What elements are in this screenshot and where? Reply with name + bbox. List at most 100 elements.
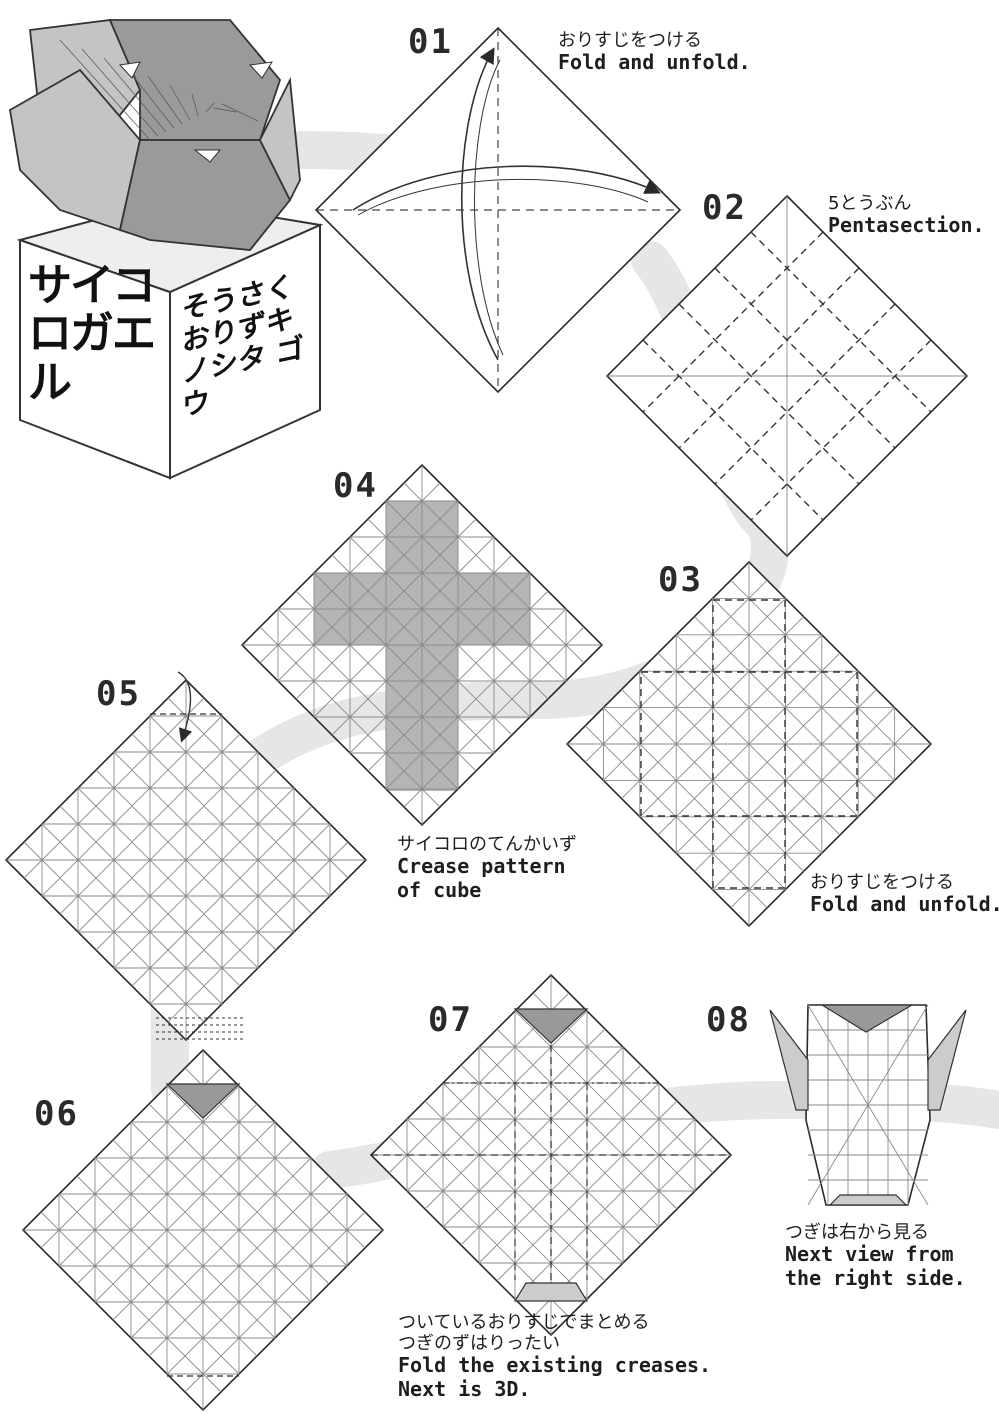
frog-mouth xyxy=(193,149,222,163)
grid-crease xyxy=(349,572,531,754)
facet-line xyxy=(59,39,151,141)
grid-crease xyxy=(313,572,495,754)
facet-line xyxy=(191,93,199,117)
side-wing-right xyxy=(927,1009,967,1111)
caption-en-2: of cube xyxy=(397,877,482,902)
facet-line xyxy=(205,102,215,113)
caption-jp: つぎは右から見る xyxy=(785,1222,929,1243)
caption-jp: おりすじをつける xyxy=(558,30,702,51)
pentasection-fold xyxy=(642,231,824,413)
grid-crease xyxy=(94,1157,276,1339)
diagonal-crease xyxy=(807,1004,929,1206)
folded-flap xyxy=(513,1008,589,1044)
grid-crease xyxy=(639,670,823,854)
title-box-left-text: サイコロガエル xyxy=(28,260,156,408)
frog-eye-left xyxy=(118,61,141,79)
grid-crease xyxy=(113,787,295,969)
frog-head-right xyxy=(108,19,282,141)
folded-flap xyxy=(165,1083,241,1119)
folded-flap xyxy=(819,1004,915,1033)
caption-en: Fold and unfold. xyxy=(810,892,999,917)
grid-crease xyxy=(277,608,459,790)
step-number-04: 04 xyxy=(333,466,378,506)
pentasection-fold xyxy=(678,303,860,485)
caption-jp: おりすじをつける xyxy=(810,872,954,893)
pentasection-fold xyxy=(714,267,896,449)
caption-en-2: the right side. xyxy=(785,1265,966,1290)
grid-crease xyxy=(406,1118,588,1300)
pentasection-fold xyxy=(678,267,860,449)
facet-line xyxy=(125,66,175,129)
caption-step-04: サイコロのてんかいず Crease pattern of cube xyxy=(397,834,577,902)
fold-arrow-vertical xyxy=(461,47,499,361)
caption-step-02: 5とうぶん Pentasection. xyxy=(828,193,985,238)
step-number-07: 07 xyxy=(428,1000,473,1040)
caption-jp-1: ついているおりすじでまとめる xyxy=(398,1312,650,1333)
step-number-08: 08 xyxy=(706,1000,751,1040)
folded-flap-bottom xyxy=(513,1282,589,1302)
pentasection-fold xyxy=(750,231,932,413)
caption-step-01: おりすじをつける Fold and unfold. xyxy=(558,30,751,75)
grid-crease xyxy=(149,823,331,1005)
frog-eye-right xyxy=(248,61,273,79)
bottom-flap xyxy=(828,1194,908,1206)
fold-arrow-return xyxy=(357,178,649,216)
facet-line xyxy=(147,75,183,125)
facet-line xyxy=(213,107,237,113)
caption-en-1: Fold the existing creases. xyxy=(398,1353,712,1378)
step-number-01: 01 xyxy=(408,22,453,62)
step-number-02: 02 xyxy=(702,188,747,228)
facet-line xyxy=(103,57,167,133)
step-number-06: 06 xyxy=(34,1094,79,1134)
step-number-03: 03 xyxy=(658,560,703,600)
grid-crease xyxy=(166,1193,348,1375)
step-number-05: 05 xyxy=(96,674,141,714)
grid-crease xyxy=(514,1118,696,1300)
step-05-diagram xyxy=(4,671,368,1042)
caption-en-1: Crease pattern xyxy=(397,854,566,879)
grid-crease xyxy=(478,1082,660,1264)
grid-crease xyxy=(712,707,895,890)
caption-jp: 5とうぶん xyxy=(828,193,912,214)
caption-step-08: つぎは右から見る Next view from the right side. xyxy=(785,1222,966,1290)
grid-crease xyxy=(130,1157,312,1339)
pentasection-fold xyxy=(642,339,824,521)
grid-crease xyxy=(58,1193,240,1375)
step-07-diagram xyxy=(369,973,733,1337)
pentasection-fold xyxy=(750,339,932,521)
caption-en-1: Next view from xyxy=(785,1242,954,1267)
grid-crease xyxy=(385,608,567,790)
step-06-diagram xyxy=(21,1048,385,1412)
facet-line xyxy=(169,84,191,121)
fold-arrow xyxy=(177,671,193,743)
grid-crease xyxy=(442,1082,624,1264)
step-08-diagram xyxy=(769,1004,967,1206)
side-wing-left xyxy=(769,1009,809,1111)
caption-jp-2: つぎのずはりったい xyxy=(398,1333,560,1355)
frog-body-side xyxy=(258,76,301,203)
grid-crease xyxy=(41,823,223,1005)
grid-crease xyxy=(603,707,786,890)
facet-line xyxy=(81,48,159,137)
step-01-diagram xyxy=(314,26,682,394)
frog-model-illustration xyxy=(9,19,324,480)
caption-en: Fold and unfold. xyxy=(558,50,751,75)
caption-jp: サイコロのてんかいず xyxy=(397,834,577,855)
step-03-diagram xyxy=(565,560,933,928)
fold-guide-rect xyxy=(640,671,858,817)
grid-crease xyxy=(77,787,259,969)
pentasection-fold xyxy=(714,303,896,485)
fold-arrow-return xyxy=(474,59,504,356)
step-02-diagram xyxy=(605,194,969,558)
fold-arrow-horizontal xyxy=(352,165,661,211)
caption-en: Pentasection. xyxy=(828,213,985,238)
step-04-diagram xyxy=(240,463,604,827)
facet-line xyxy=(221,103,259,122)
caption-en-2: Next is 3D. xyxy=(398,1377,531,1402)
grid-crease xyxy=(675,670,859,854)
caption-step-07: ついているおりすじでまとめる つぎのずはりったい Fold the existi… xyxy=(398,1312,711,1402)
caption-step-03: おりすじをつける Fold and unfold. xyxy=(810,872,999,917)
fold-guide-rect xyxy=(712,599,786,889)
